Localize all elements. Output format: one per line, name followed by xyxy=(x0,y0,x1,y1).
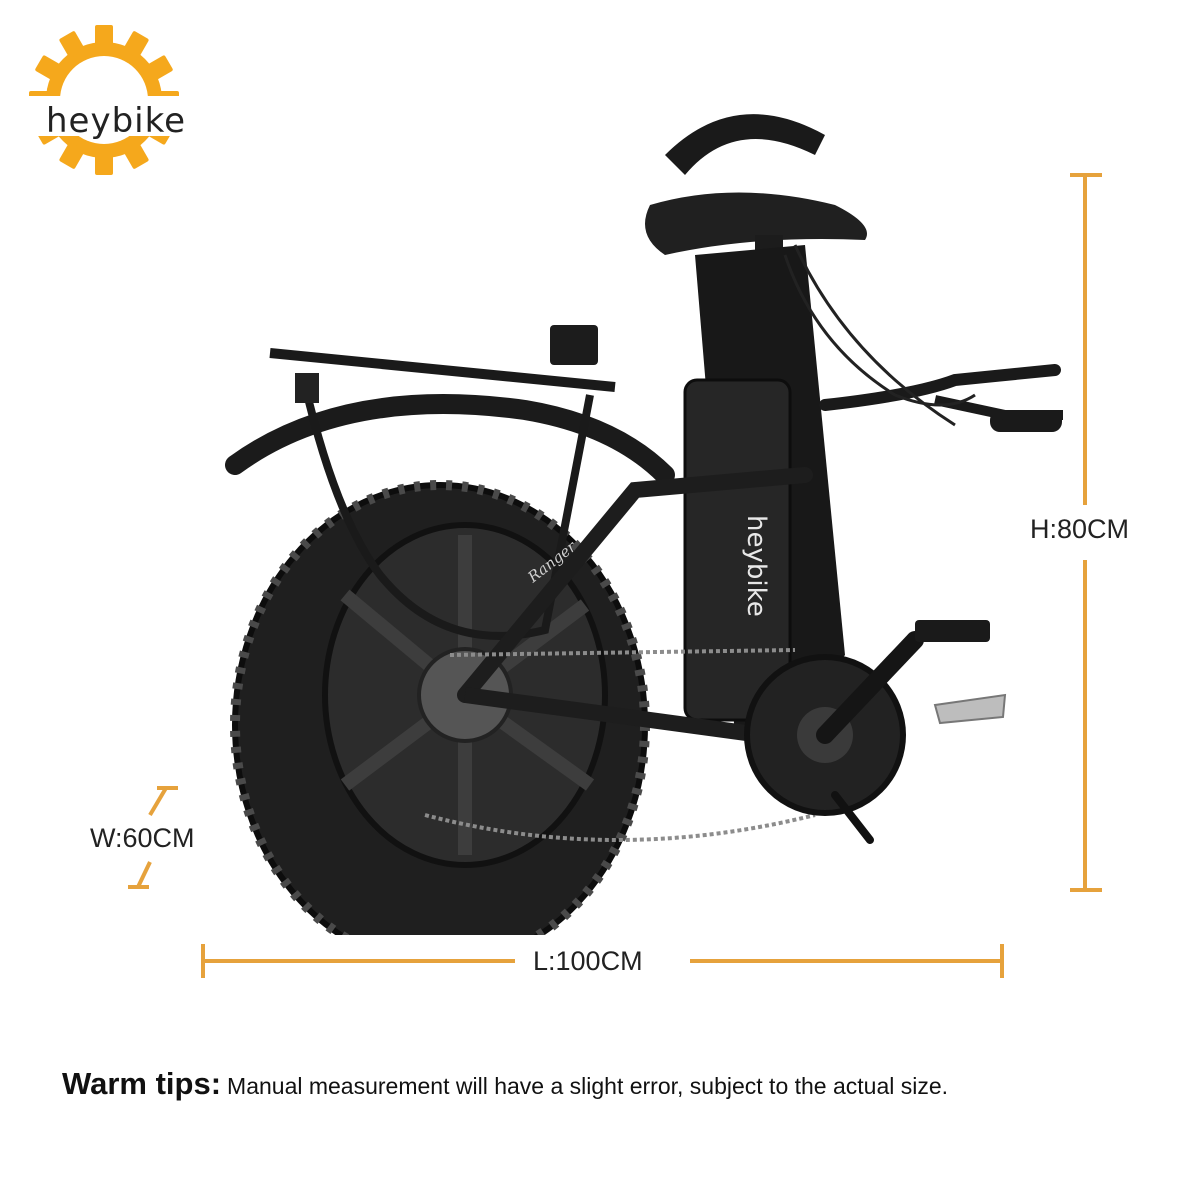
chain xyxy=(424,648,816,842)
tail-light xyxy=(295,373,319,403)
note-text: Manual measurement will have a slight er… xyxy=(227,1073,949,1099)
warm-tips-note: Warm tips:Manual measurement will have a… xyxy=(62,1066,1172,1102)
width-line-top xyxy=(148,786,168,817)
cables xyxy=(783,244,976,427)
folding-pedal xyxy=(933,693,1007,725)
folded-ebike-illustration: heybike Ranger xyxy=(225,114,1063,935)
saddle xyxy=(645,192,867,255)
width-line-bottom xyxy=(136,861,152,888)
grab-handle xyxy=(665,114,825,175)
brand-logo: heybike xyxy=(22,25,187,175)
crank-arm xyxy=(816,631,924,744)
kickstand xyxy=(831,791,874,844)
headlight xyxy=(550,325,598,365)
pedal-top xyxy=(915,620,990,642)
gear-logo-icon xyxy=(22,25,187,175)
seat-stay xyxy=(457,467,813,703)
frame-brand-text: heybike xyxy=(741,515,771,617)
width-dimension: W:60CM xyxy=(90,823,195,854)
rear-fender xyxy=(225,394,675,485)
note-title: Warm tips: xyxy=(62,1066,222,1101)
rear-rack xyxy=(269,348,616,392)
logo-wordmark: heybike xyxy=(45,101,186,141)
height-dimension: H:80CM xyxy=(1030,514,1130,545)
length-dimension: L:100CM xyxy=(527,946,649,977)
battery xyxy=(683,378,792,722)
